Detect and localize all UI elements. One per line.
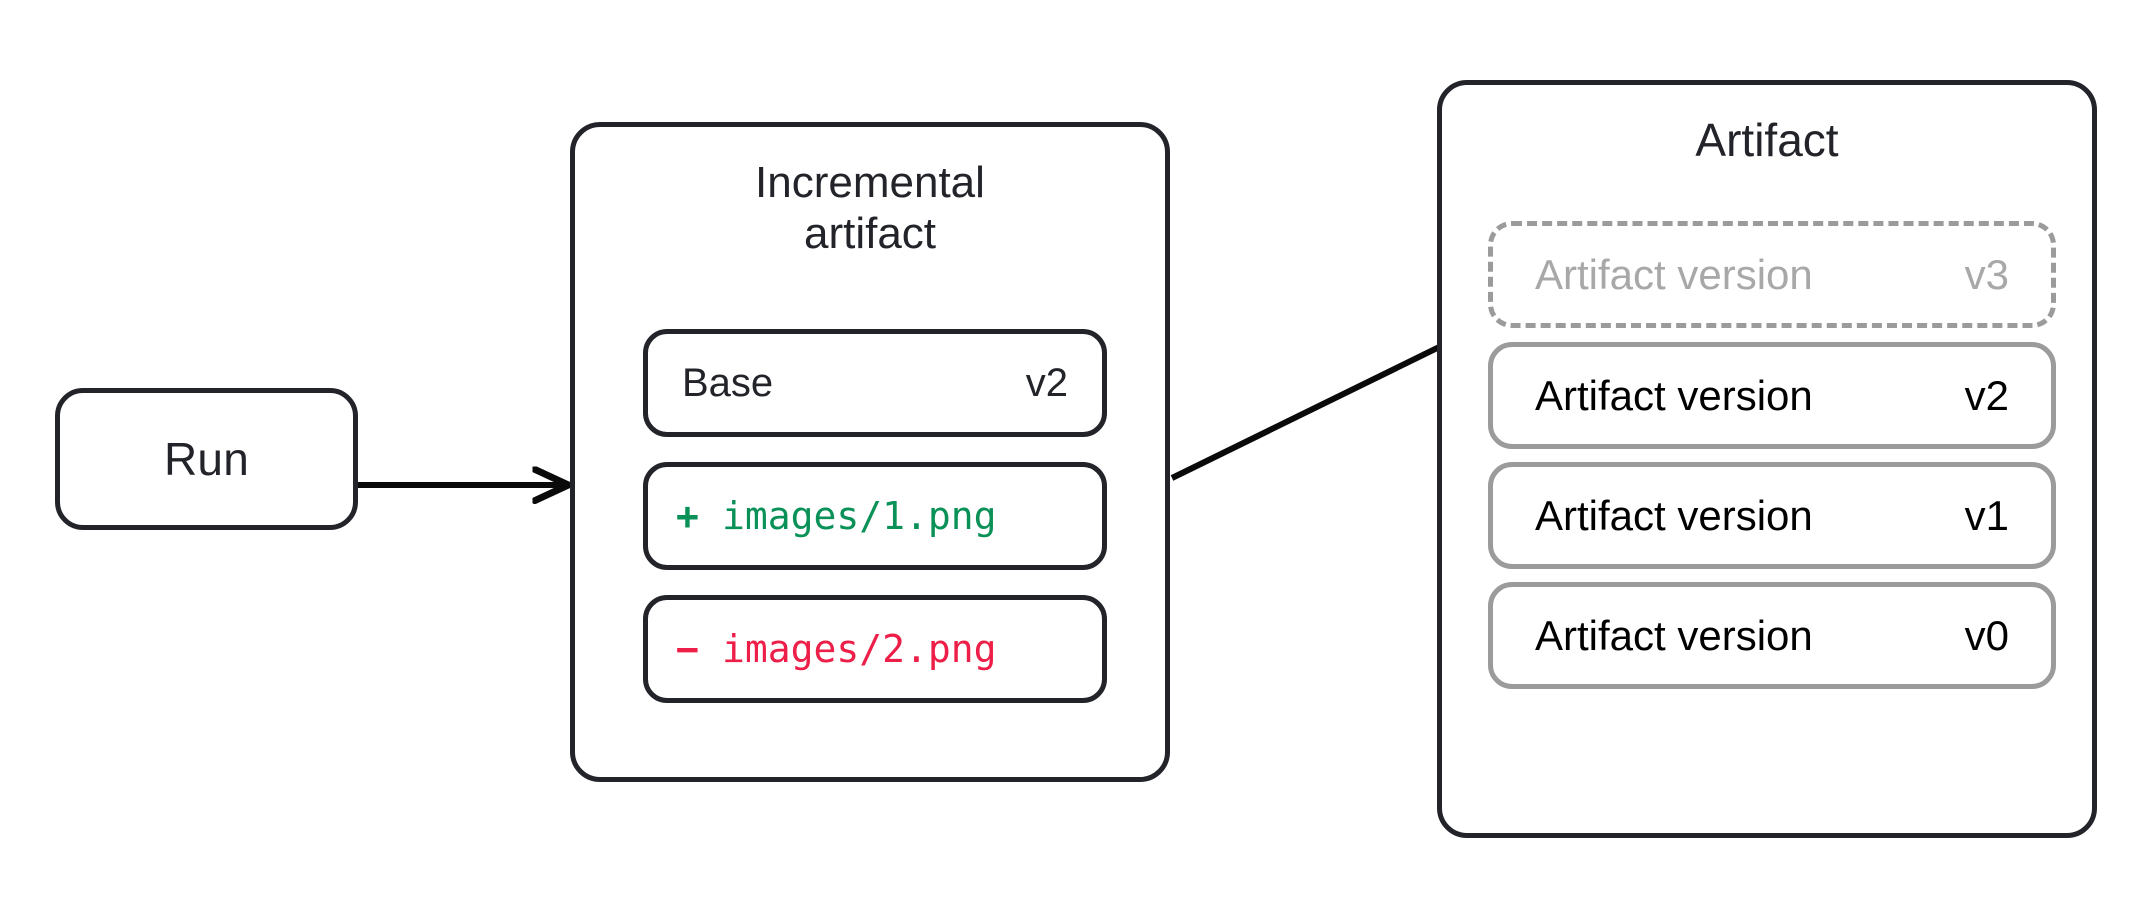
artifact-panel[interactable]: Artifact Artifact version v3 Artifact ve…	[1437, 80, 2097, 838]
artifact-version-label-v1: Artifact version	[1535, 491, 1813, 539]
removed-file-path: images/2.png	[722, 627, 997, 671]
incremental-artifact-title: Incremental artifact	[755, 158, 985, 259]
artifact-title: Artifact	[1695, 114, 1839, 166]
artifact-version-value-v0: v0	[1964, 611, 2009, 659]
minus-icon: −	[676, 627, 699, 671]
artifact-version-list: Artifact version v3 Artifact version v2 …	[1488, 221, 2056, 689]
added-file-path: images/1.png	[722, 494, 997, 538]
base-row-version: v2	[1025, 360, 1068, 405]
artifact-version-value-v2: v2	[1964, 371, 2009, 419]
run-label: Run	[164, 433, 249, 485]
artifact-version-row-v3[interactable]: Artifact version v3	[1488, 221, 2056, 328]
artifact-version-label-v2: Artifact version	[1535, 371, 1813, 419]
artifact-version-label-v3: Artifact version	[1535, 250, 1813, 298]
run-node[interactable]: Run	[55, 388, 358, 530]
plus-icon: +	[676, 494, 699, 538]
artifact-version-value-v3: v3	[1964, 250, 2009, 298]
incremental-artifact-panel[interactable]: Incremental artifact Base v2 + images/1.…	[570, 122, 1170, 782]
base-row-label: Base	[682, 360, 774, 405]
artifact-version-row-v1[interactable]: Artifact version v1	[1488, 462, 2056, 569]
incremental-row-added[interactable]: + images/1.png	[643, 462, 1107, 570]
artifact-version-label-v0: Artifact version	[1535, 611, 1813, 659]
incremental-row-removed[interactable]: − images/2.png	[643, 595, 1107, 703]
incremental-artifact-rows: Base v2 + images/1.png − images/2.png	[643, 329, 1107, 703]
artifact-version-value-v1: v1	[1964, 491, 2009, 539]
incremental-row-base[interactable]: Base v2	[643, 329, 1107, 437]
arrow-incremental-to-artifact	[1170, 329, 1476, 481]
artifact-version-row-v0[interactable]: Artifact version v0	[1488, 582, 2056, 689]
artifact-version-row-v2[interactable]: Artifact version v2	[1488, 342, 2056, 449]
